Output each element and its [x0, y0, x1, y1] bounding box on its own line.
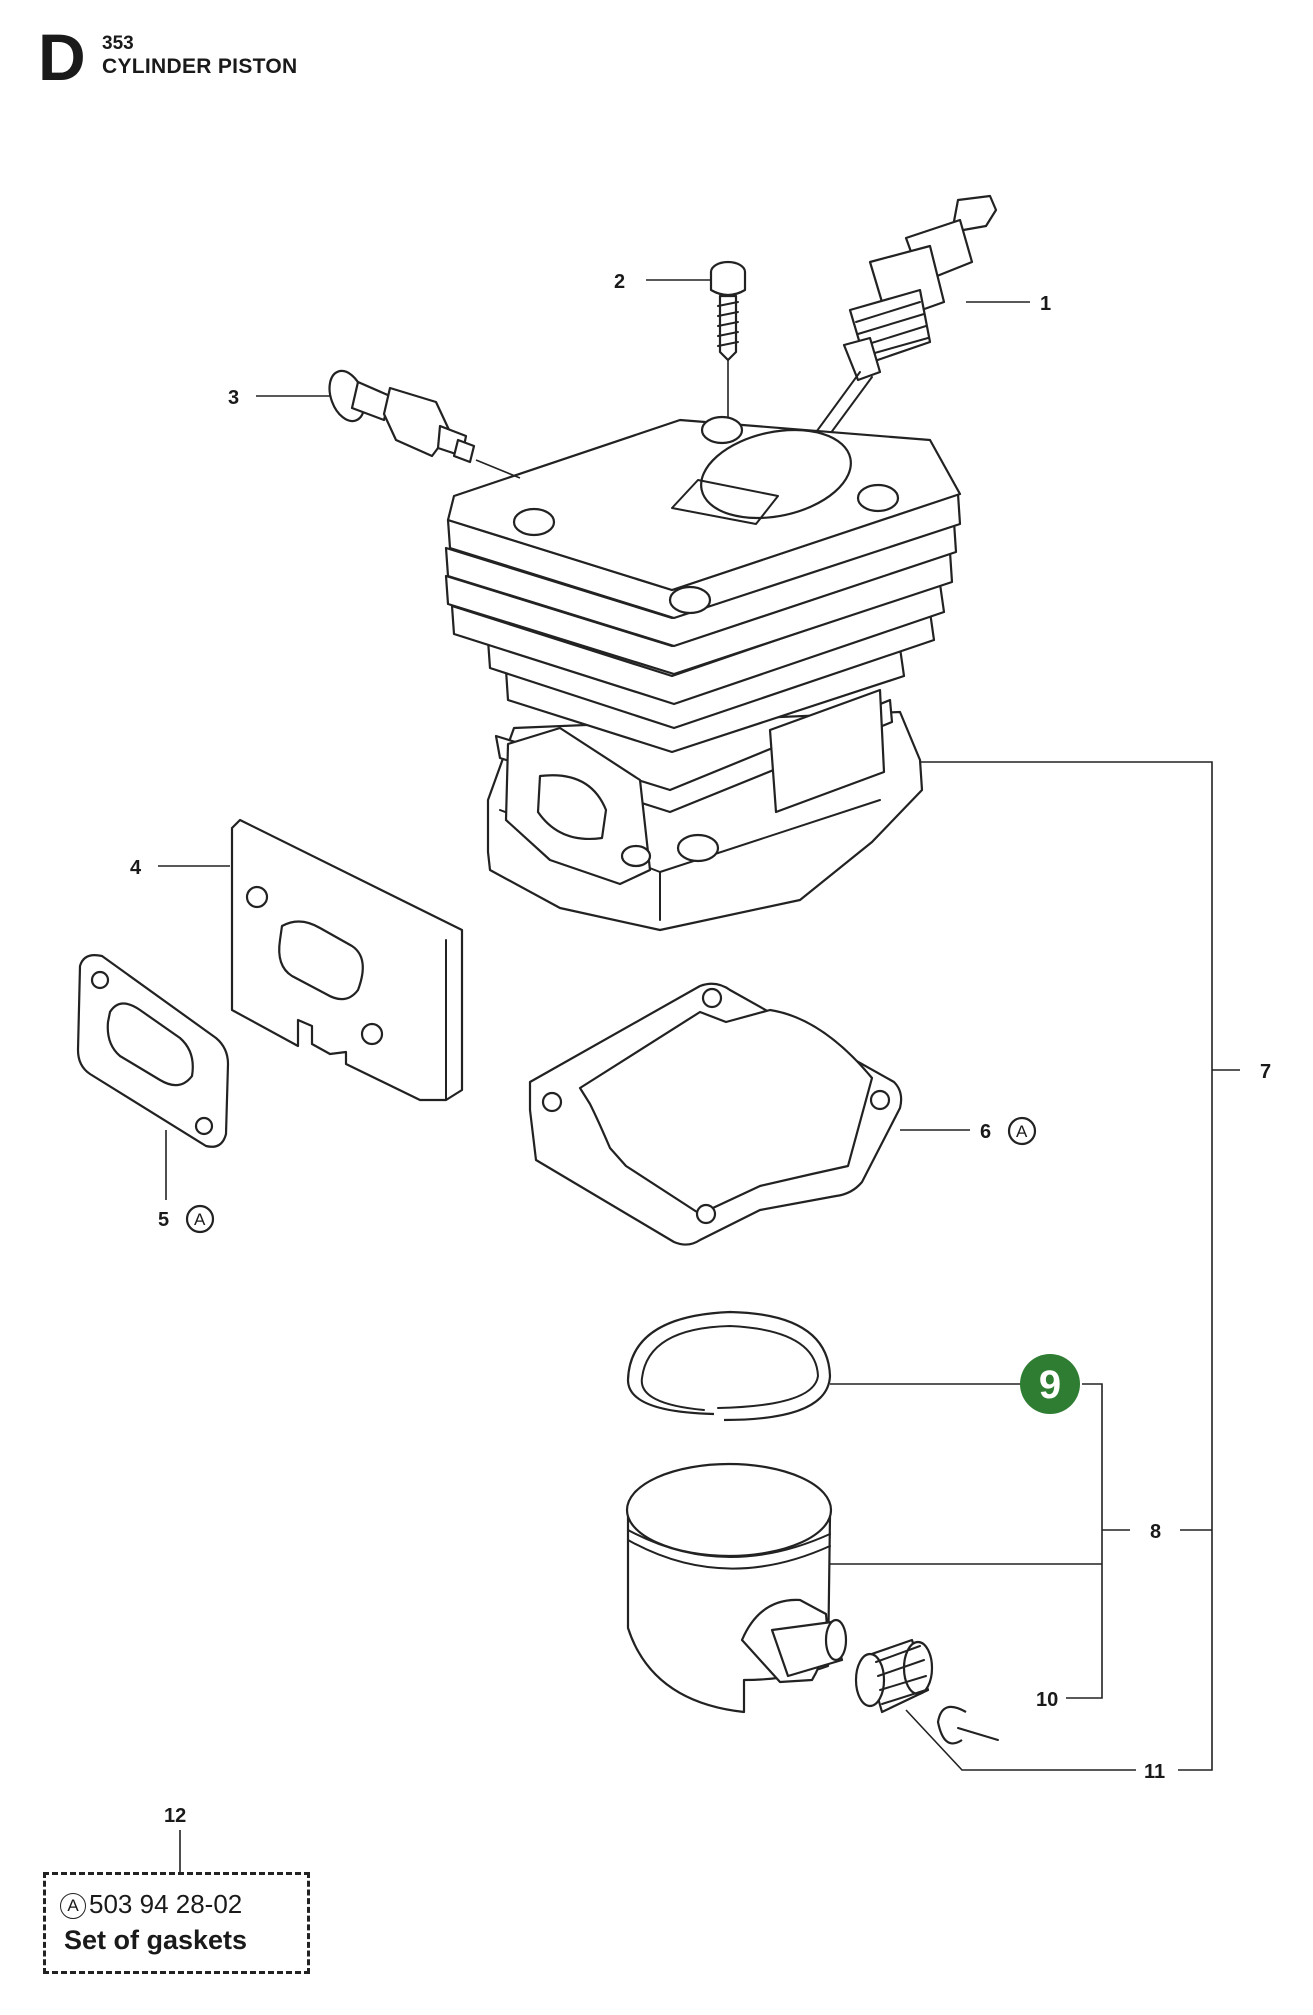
callout-10: 10 [1036, 1689, 1058, 1711]
model-number: 353 [102, 33, 134, 54]
kit-mark-circle-6 [1007, 1116, 1037, 1146]
kit-mark-5: A [194, 1210, 206, 1229]
exhaust-plate-drawing [230, 818, 464, 1102]
callout-5: 5 [158, 1209, 169, 1231]
cylinder-gasket-drawing [528, 982, 903, 1246]
kit-description: Set of gaskets [64, 1925, 248, 1955]
kit-part-number: 503 94 28-02 [89, 1889, 243, 1919]
retaining-ring-drawing [936, 1705, 999, 1745]
kit-mark-circle-5 [185, 1204, 215, 1234]
page-title: CYLINDER PISTON [102, 55, 298, 78]
section-letter: D [38, 20, 86, 94]
callout-3: 3 [228, 387, 239, 409]
decompression-valve-drawing [328, 369, 476, 464]
callout-2: 2 [614, 271, 625, 293]
highlight-badge-9 [1020, 1354, 1080, 1414]
callout-labels: 1 2 3 4 5 A 6 A 7 8 9 10 11 12 [130, 271, 1271, 1827]
callout-11: 11 [1144, 1761, 1165, 1783]
needle-bearing-drawing [854, 1638, 934, 1714]
screw-drawing [709, 260, 747, 420]
cylinder-drawing [444, 415, 962, 932]
callout-6: 6 [980, 1121, 991, 1143]
spark-plug-drawing [767, 194, 998, 503]
piston-ring-drawing [626, 1310, 832, 1422]
callout-4: 4 [130, 857, 142, 879]
kit-mark: A [60, 1893, 86, 1919]
leader-lines [158, 279, 1240, 1872]
piston-drawing [625, 1462, 848, 1714]
callout-8: 8 [1150, 1521, 1161, 1543]
callout-9: 9 [1039, 1363, 1061, 1407]
kit-mark-6: A [1016, 1122, 1028, 1141]
callout-1: 1 [1040, 293, 1051, 315]
muffler-gasket-drawing [76, 954, 230, 1148]
callout-7: 7 [1260, 1061, 1271, 1083]
callout-12: 12 [164, 1805, 186, 1827]
